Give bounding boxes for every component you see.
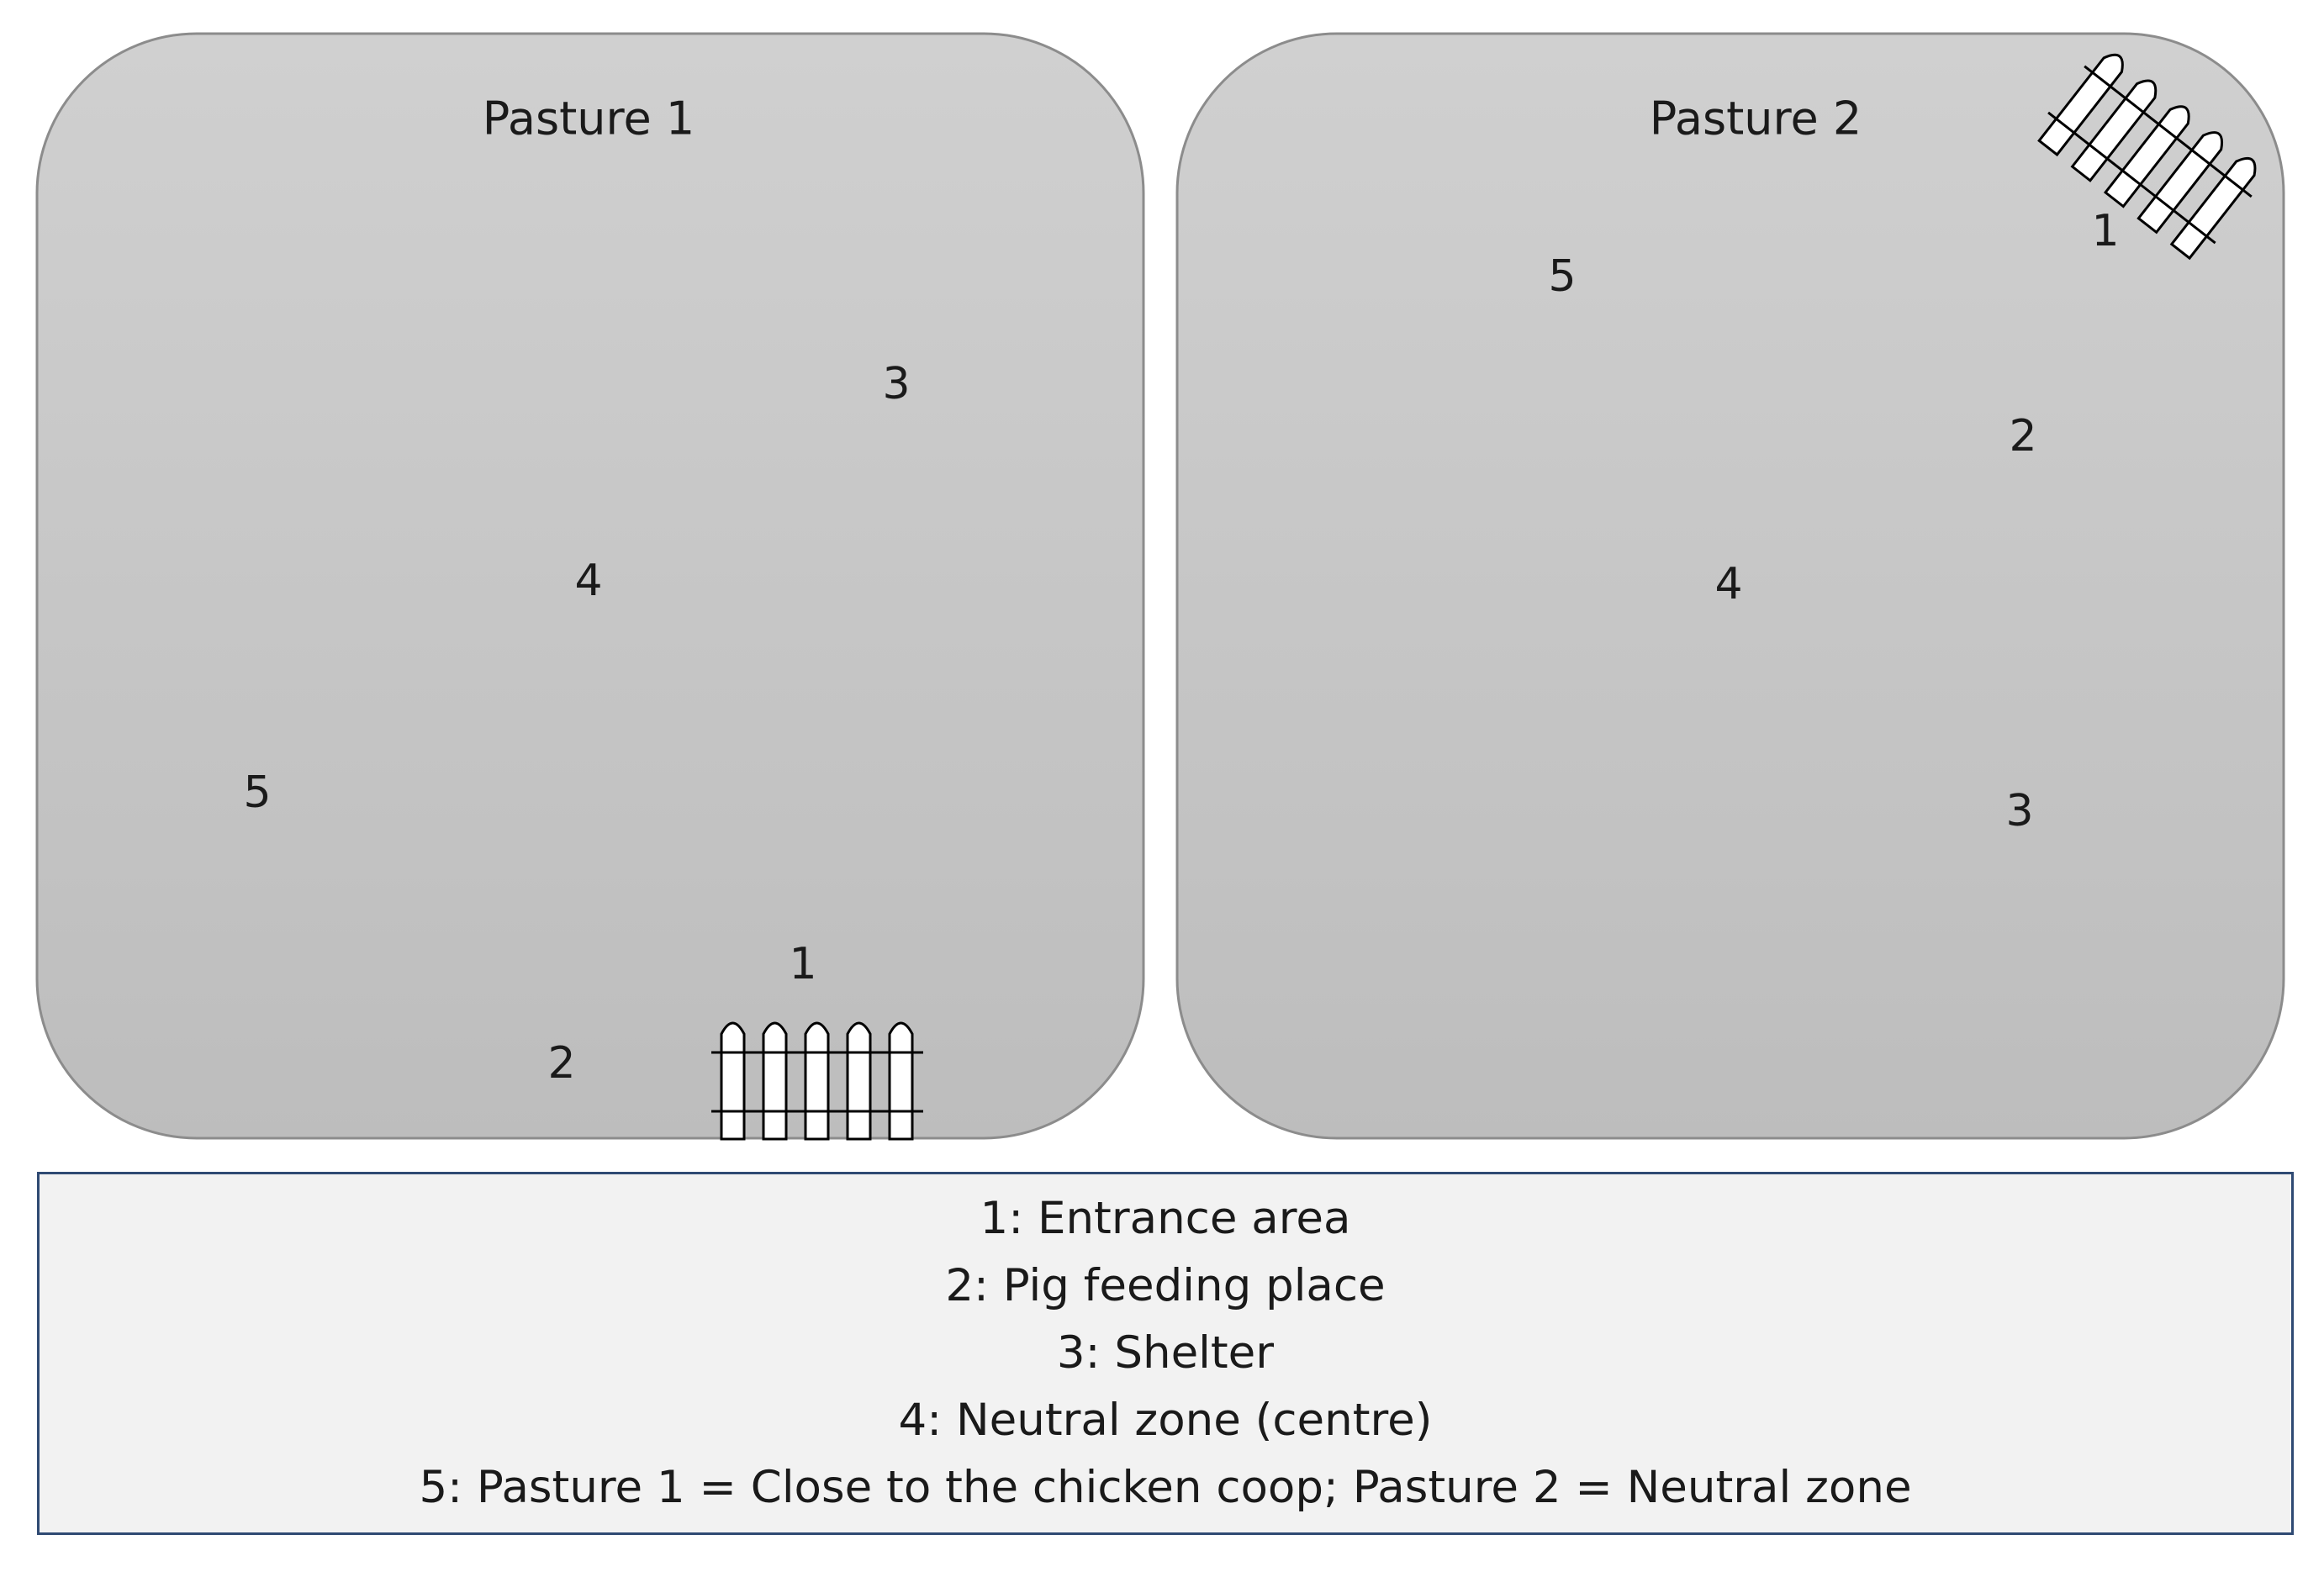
legend-box: 1: Entrance area 2: Pig feeding place 3:… <box>37 1172 2294 1535</box>
pasture-2-label-3: 3 <box>2005 786 2033 836</box>
pasture-2-title: Pasture 2 <box>1650 92 1862 145</box>
legend-item-5: 5: Pasture 1 = Close to the chicken coop… <box>419 1462 1912 1513</box>
legend-item-4: 4: Neutral zone (centre) <box>898 1395 1433 1446</box>
fence-gate-icon <box>710 1021 925 1141</box>
pasture-1-label-1: 1 <box>789 939 816 989</box>
pasture-2-area <box>1175 32 2285 1140</box>
pasture-1-title: Pasture 1 <box>483 92 695 145</box>
pasture-1: Pasture 1 3 4 5 1 2 <box>35 32 1145 1141</box>
pasture-2: Pasture 2 1 5 2 4 3 <box>1175 32 2285 1140</box>
pasture-1-label-5: 5 <box>243 767 271 818</box>
legend-item-3: 3: Shelter <box>1056 1327 1275 1379</box>
pasture-1-label-4: 4 <box>574 556 602 606</box>
pasture-1-area <box>35 32 1145 1140</box>
pasture-1-label-2: 2 <box>547 1038 575 1089</box>
pasture-1-label-3: 3 <box>882 359 910 409</box>
pasture-2-label-5: 5 <box>1548 251 1576 302</box>
pasture-2-label-1: 1 <box>2091 206 2119 256</box>
pasture-2-label-2: 2 <box>2009 411 2036 461</box>
legend-item-2: 2: Pig feeding place <box>945 1260 1386 1311</box>
pasture-2-label-4: 4 <box>1714 559 1742 609</box>
legend-item-1: 1: Entrance area <box>980 1193 1351 1244</box>
